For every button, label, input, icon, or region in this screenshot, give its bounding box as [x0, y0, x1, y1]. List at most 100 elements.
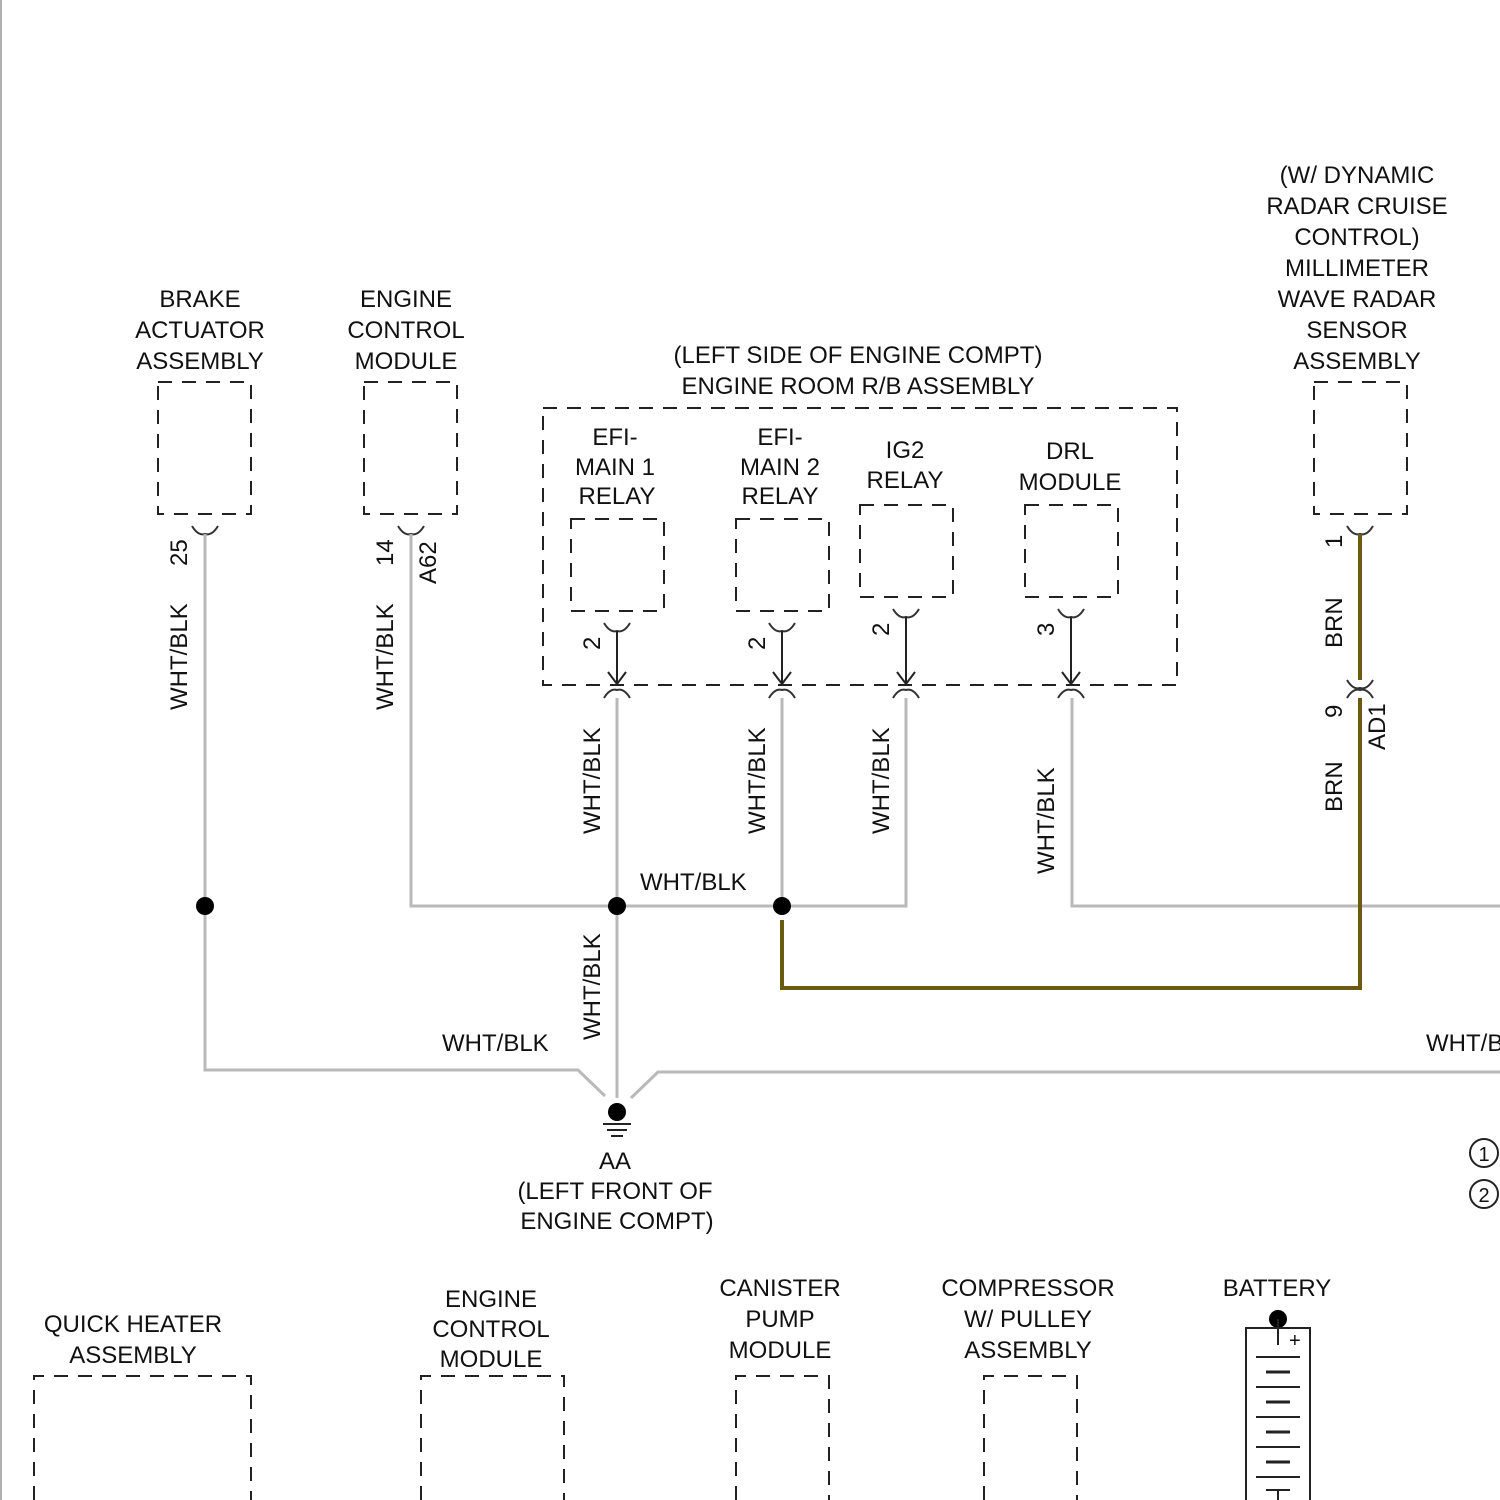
ig2-relay-box	[860, 505, 953, 597]
label-line: RELAY	[867, 467, 944, 494]
label-line: RELAY	[742, 483, 819, 510]
wire-color-drl: WHT/BLK	[1033, 767, 1060, 874]
label-line: MODULE	[729, 1337, 832, 1364]
label-line: ASSEMBLY	[964, 1337, 1092, 1364]
junction-dot-efi2	[773, 897, 791, 915]
engine-room-rb-label: (LEFT SIDE OF ENGINE COMPT) ENGINE ROOM …	[674, 342, 1043, 400]
wire-color-ig2: WHT/BLK	[868, 727, 895, 834]
quick-heater-box	[34, 1376, 251, 1500]
connector-id-ad1: AD1	[1364, 703, 1391, 750]
label-line: BRAKE	[159, 286, 240, 313]
label-line: MAIN 2	[740, 454, 820, 481]
label-line: W/ PULLEY	[964, 1306, 1092, 1333]
label-line: BATTERY	[1223, 1275, 1331, 1302]
efi1-output-arrow	[604, 631, 630, 698]
pin-number-drl: 3	[1033, 623, 1060, 636]
page-ref-number: 2	[1478, 1185, 1489, 1207]
battery-label: BATTERY	[1223, 1275, 1331, 1302]
ecm-wire	[411, 534, 617, 906]
label-line: MILLIMETER	[1285, 255, 1429, 282]
label-line: ASSEMBLY	[1293, 348, 1421, 375]
radar-sensor-label: (W/ DYNAMIC RADAR CRUISE CONTROL) MILLIM…	[1266, 162, 1447, 375]
ecm-top-label: ENGINE CONTROL MODULE	[347, 286, 464, 375]
ecm-bottom-box	[421, 1376, 564, 1500]
canister-pump-label: CANISTER PUMP MODULE	[719, 1275, 840, 1364]
label-line: COMPRESSOR	[941, 1275, 1114, 1302]
efi-main1-box	[571, 519, 664, 611]
efi2-pin-symbol	[769, 623, 795, 631]
pin-number-ad1: 9	[1321, 705, 1348, 718]
compressor-label: COMPRESSOR W/ PULLEY ASSEMBLY	[941, 1275, 1114, 1364]
junction-dot-main	[608, 897, 626, 915]
ground-label: AA (LEFT FRONT OF ENGINE COMPT)	[517, 1148, 713, 1235]
label-line: MODULE	[1019, 469, 1122, 496]
label-line: PUMP	[745, 1306, 814, 1333]
pin-number-radar: 1	[1321, 535, 1348, 548]
wire-color-bottom-right: WHT/B	[1426, 1030, 1500, 1057]
label-line: ACTUATOR	[135, 317, 265, 344]
ecm-pin-symbol	[398, 526, 424, 534]
wire-color-bottom-left: WHT/BLK	[442, 1030, 549, 1057]
wire-color-efi2: WHT/BLK	[744, 727, 771, 834]
junction-dot-brake	[196, 897, 214, 915]
label-line: MODULE	[355, 348, 458, 375]
label-line: (LEFT SIDE OF ENGINE COMPT)	[674, 342, 1043, 369]
drl-pin-symbol	[1058, 609, 1084, 617]
page-ref-1[interactable]: 1	[1470, 1139, 1498, 1167]
label-line: EFI-	[757, 424, 802, 451]
canister-pump-box	[736, 1376, 829, 1500]
pin-number-efi1: 2	[579, 637, 606, 650]
label-line: (LEFT FRONT OF	[517, 1178, 712, 1205]
radar-pin-symbol	[1347, 526, 1373, 534]
efi1-pin-symbol	[604, 623, 630, 631]
efi-main1-label: EFI- MAIN 1 RELAY	[575, 424, 655, 510]
ad1-inline-connector	[1347, 680, 1373, 698]
label-line: EFI-	[592, 424, 637, 451]
ecm-bottom-label: ENGINE CONTROL MODULE	[432, 1286, 549, 1373]
ecm-top-box	[364, 382, 457, 514]
label-line: MODULE	[440, 1346, 543, 1373]
label-line: ENGINE	[445, 1286, 537, 1313]
battery-symbol: +	[1246, 1310, 1310, 1500]
label-line: CONTROL	[432, 1316, 549, 1343]
label-line: CONTROL)	[1294, 224, 1419, 251]
wire-color-trunk: WHT/BLK	[579, 933, 606, 1040]
page-ref-number: 1	[1478, 1144, 1489, 1166]
ig2-pin-symbol	[893, 609, 919, 617]
label-line: RELAY	[579, 483, 656, 510]
wire-color-radar-lower: BRN	[1321, 761, 1348, 812]
wire-color-horizontal: WHT/BLK	[640, 869, 747, 896]
brake-actuator-box	[158, 382, 251, 514]
label-line: ENGINE	[360, 286, 452, 313]
efi2-output-arrow	[769, 631, 795, 698]
label-line: (W/ DYNAMIC	[1280, 162, 1435, 189]
label-line: CONTROL	[347, 317, 464, 344]
pin-number-ig2: 2	[868, 623, 895, 636]
brake-actuator-label: BRAKE ACTUATOR ASSEMBLY	[135, 286, 265, 375]
compressor-box	[984, 1376, 1077, 1500]
ground-right-wire	[631, 1072, 1500, 1098]
label-line: SENSOR	[1306, 317, 1407, 344]
label-line: CANISTER	[719, 1275, 840, 1302]
wire-color-ecm: WHT/BLK	[372, 603, 399, 710]
brake-wire	[205, 534, 605, 1096]
battery-plus-sign: +	[1289, 1330, 1301, 1352]
label-line: DRL	[1046, 438, 1094, 465]
label-line: ENGINE ROOM R/B ASSEMBLY	[682, 373, 1035, 400]
wire-color-brake: WHT/BLK	[166, 603, 193, 710]
pin-number-brake: 25	[166, 539, 193, 566]
efi-main2-label: EFI- MAIN 2 RELAY	[740, 424, 820, 510]
label-line: QUICK HEATER	[44, 1311, 222, 1338]
drl-wire	[1072, 698, 1500, 906]
radar-sensor-box	[1314, 382, 1407, 514]
label-line: WAVE RADAR	[1278, 286, 1437, 313]
wire-color-efi1: WHT/BLK	[579, 727, 606, 834]
label-line: RADAR CRUISE	[1266, 193, 1447, 220]
label-line: IG2	[886, 437, 925, 464]
pin-number-efi2: 2	[744, 637, 771, 650]
page-ref-2[interactable]: 2	[1470, 1180, 1498, 1208]
ground-symbol	[603, 1103, 631, 1136]
drl-module-box	[1025, 505, 1118, 597]
wire-color-radar-upper: BRN	[1321, 597, 1348, 648]
